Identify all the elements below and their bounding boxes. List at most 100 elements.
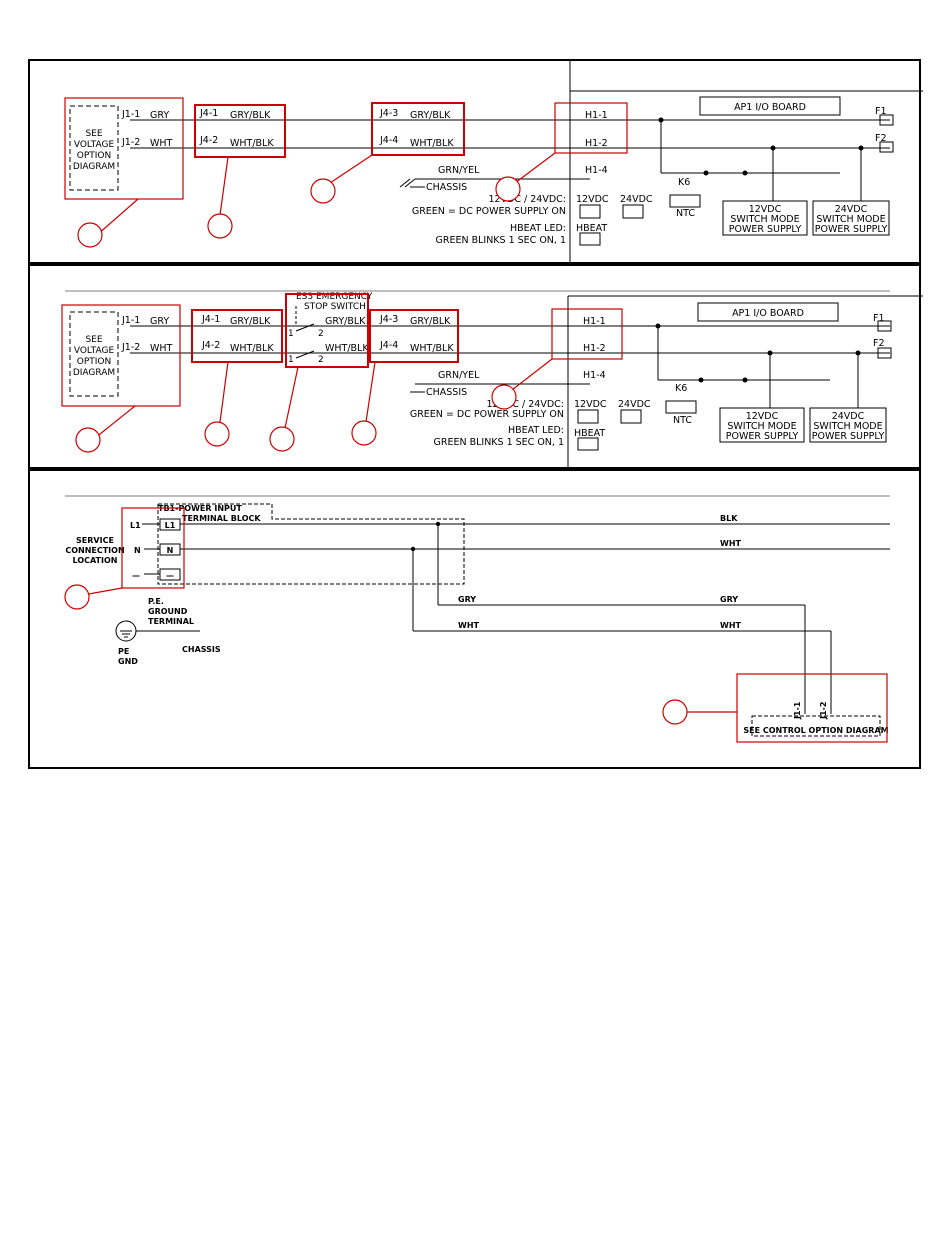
gry-blk-label-p2: GRY/BLK [230, 316, 271, 327]
gry-blk-label-p2b: GRY/BLK [410, 316, 451, 327]
j1-1-label-p3: J1-1 [793, 701, 802, 720]
highlight-voltage-option [64, 97, 184, 200]
es3-line2: STOP SWITCH [304, 302, 366, 312]
green-dc-label: GREEN = DC POWER SUPPLY ON [412, 206, 566, 217]
green-dc-label-p2: GREEN = DC POWER SUPPLY ON [410, 409, 564, 420]
f2-label: F2 [875, 133, 887, 144]
wht-blk-label-p2b: WHT/BLK [410, 343, 454, 354]
pe-gnd-line1: PE [118, 647, 129, 656]
see-voltage-line3-p2: OPTION [77, 357, 111, 367]
callout-circle-8 [351, 420, 377, 446]
hbeat-led-label-p2: HBEAT LED: [508, 425, 564, 436]
es3-line1: ES3 EMERGENCY [296, 292, 373, 302]
ntc-label: NTC [676, 208, 695, 219]
dash-label: — [132, 571, 140, 580]
j4-1-label: J4-1 [199, 108, 218, 119]
ps24-line3: POWER SUPPLY [815, 224, 888, 235]
ps12-line3-p2: POWER SUPPLY [726, 431, 799, 442]
see-voltage-line4-p2: DIAGRAM [73, 368, 115, 378]
callout-circle-2 [207, 213, 233, 239]
chassis-label-p2: CHASSIS [426, 387, 467, 398]
blk-label: BLK [720, 514, 738, 523]
hbeat-label-p2: HBEAT [574, 428, 605, 439]
v12-led-label-p2: 12VDC [574, 399, 607, 410]
highlight-j4-1-2-p2 [191, 309, 283, 363]
callout-circle-5 [75, 427, 101, 453]
j4-2-label-p2: J4-2 [201, 340, 220, 351]
pe-line1: P.E. [148, 597, 164, 606]
green-blinks-label-p2: GREEN BLINKS 1 SEC ON, 1 [433, 437, 564, 448]
board-title-p2: AP1 I/O BOARD [732, 308, 804, 319]
wht-blk-label-es3: WHT/BLK [325, 343, 369, 354]
ps24-line2: SWITCH MODE [816, 214, 885, 225]
schematic-1: SEE VOLTAGE OPTION DIAGRAM J1-1 J1-2 GRY… [64, 61, 923, 266]
ps12-line2: SWITCH MODE [730, 214, 799, 225]
highlight-control-option [736, 673, 888, 743]
grn-yel-label-p2: GRN/YEL [438, 370, 480, 381]
service-line2: CONNECTION [65, 546, 124, 555]
dash-terminal-label: — [166, 571, 174, 580]
vdc-line-p2: 12VDC / 24VDC: [486, 399, 564, 410]
switch-pin-1b: 1 [288, 355, 294, 365]
l1-label: L1 [130, 521, 141, 530]
wht-label-p3: WHT [720, 539, 742, 548]
schematic-panel-2: SEE VOLTAGE OPTION DIAGRAM J1-1 J1-2 GRY… [28, 264, 923, 471]
vdc-line: 12VDC / 24VDC: [488, 194, 566, 205]
h1-4-label-p2: H1-4 [583, 370, 606, 381]
service-line1: SERVICE [76, 536, 114, 545]
hbeat-led-label: HBEAT LED: [510, 223, 566, 234]
j1-1-label-p2: J1-1 [121, 315, 140, 326]
wht-label-p3c: WHT [720, 621, 742, 630]
ps24-line1-p2: 24VDC [832, 411, 865, 422]
j4-4-label-p2: J4-4 [379, 340, 398, 351]
callout-circle-6 [204, 421, 230, 447]
j1-2-label-p3: J1-2 [819, 702, 828, 720]
h1-2-label-p2: H1-2 [583, 343, 606, 354]
highlight-j4-3-4 [371, 102, 465, 156]
schematic-panel-3: TB1-POWER INPUT TERMINAL BLOCK L1 N — L1… [28, 469, 921, 769]
j4-3-label: J4-3 [379, 108, 398, 119]
ps24-line3-p2: POWER SUPPLY [812, 431, 885, 442]
v12-led-label: 12VDC [576, 194, 609, 205]
wht-label-p3b: WHT [458, 621, 480, 630]
see-control-label: SEE CONTROL OPTION DIAGRAM [743, 726, 888, 735]
ntc-label-p2: NTC [673, 415, 692, 426]
h1-2-label: H1-2 [585, 138, 608, 149]
ps12-line2-p2: SWITCH MODE [727, 421, 796, 432]
gry-label-p3b: GRY [720, 595, 738, 604]
gry-label: GRY [150, 110, 169, 121]
ps12-line1: 12VDC [749, 204, 782, 215]
j4-3-label-p2: J4-3 [379, 314, 398, 325]
see-voltage-line3: OPTION [77, 151, 111, 161]
callout-circle-9 [491, 384, 517, 410]
highlight-j4-3-4-p2 [369, 309, 459, 363]
callout-circle-1 [77, 222, 103, 248]
callout-circle-7 [269, 426, 295, 452]
schematic-panel-1: SEE VOLTAGE OPTION DIAGRAM J1-1 J1-2 GRY… [28, 59, 923, 266]
callout-circle-11 [662, 699, 688, 725]
callout-circle-10 [64, 584, 90, 610]
h1-4-label: H1-4 [585, 165, 608, 176]
chassis-label-p3: CHASSIS [182, 645, 221, 654]
switch-pin-2b: 2 [318, 355, 324, 365]
j1-2-label: J1-2 [121, 137, 140, 148]
schematic-2: SEE VOLTAGE OPTION DIAGRAM J1-1 J1-2 GRY… [61, 290, 923, 471]
ps12-line3: POWER SUPPLY [729, 224, 802, 235]
f1-label: F1 [875, 106, 887, 117]
ps24-line1: 24VDC [835, 204, 868, 215]
wht-label: WHT [150, 138, 173, 149]
tb1-line1: TB1-POWER INPUT [158, 504, 242, 513]
gry-label-p2: GRY [150, 316, 169, 327]
highlight-h1 [554, 102, 628, 154]
green-blinks-label: GREEN BLINKS 1 SEC ON, 1 [435, 235, 566, 246]
k6-label-p2: K6 [675, 383, 687, 394]
f1-label-p2: F1 [873, 313, 885, 324]
pe-gnd-line2: GND [118, 657, 138, 666]
highlight-h1-p2 [551, 308, 623, 360]
tb1-line2: TERMINAL BLOCK [182, 514, 261, 523]
gry-blk-label: GRY/BLK [230, 110, 271, 121]
j1-2-label-p2: J1-2 [121, 342, 140, 353]
chassis-label: CHASSIS [426, 182, 467, 193]
v24-led-label-p2: 24VDC [618, 399, 651, 410]
switch-pin-2a: 2 [318, 329, 324, 339]
